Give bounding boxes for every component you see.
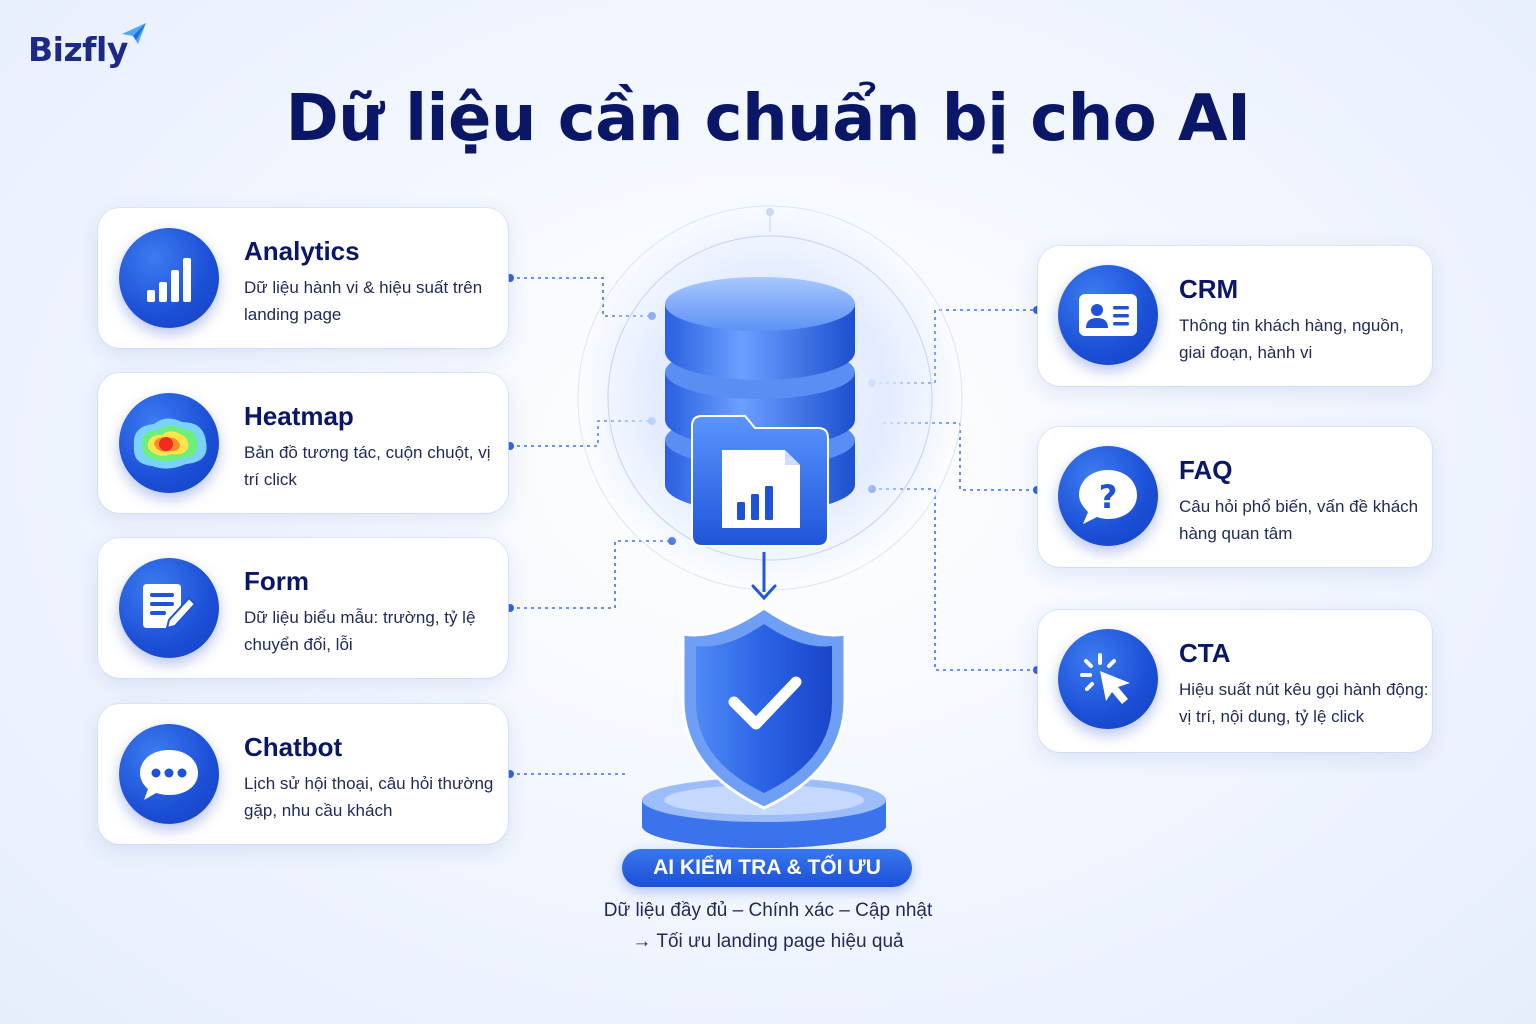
- card-title: CTA: [1179, 638, 1231, 668]
- page-title: Dữ liệu cần chuẩn bị cho AI: [285, 82, 1251, 156]
- card-analytics[interactable]: Analytics Dữ liệu hành vi & hiệu suất tr…: [98, 208, 508, 348]
- contact-card-icon: [1058, 265, 1158, 365]
- card-description: Thông tin khách hàng, nguồn, giai đoạn, …: [1179, 316, 1404, 362]
- pedestal: [642, 778, 886, 848]
- card-description: Bản đồ tương tác, cuộn chuột, vị trí cli…: [244, 443, 491, 489]
- card-title: CRM: [1179, 274, 1239, 304]
- card-description: Câu hỏi phổ biến, vấn đề khách hàng quan…: [1179, 497, 1419, 543]
- card-heatmap[interactable]: Heatmap Bản đồ tương tác, cuộn chuột, vị…: [98, 373, 508, 513]
- brand-name: Bizfly: [28, 30, 128, 69]
- card-title: Heatmap: [244, 401, 354, 431]
- card-cta[interactable]: CTA Hiệu suất nút kêu gọi hành động: vị …: [1038, 610, 1432, 752]
- shield-check-icon: [681, 606, 847, 810]
- heatmap-icon: [119, 393, 219, 493]
- card-form[interactable]: Form Dữ liệu biểu mẫu: trường, tỷ lệ chu…: [98, 538, 508, 678]
- card-description: Dữ liệu biểu mẫu: trường, tỷ lệ chuyển đ…: [244, 608, 476, 654]
- central-illustration: [577, 205, 963, 848]
- card-title: Analytics: [244, 236, 360, 266]
- folder-document-icon: [691, 415, 829, 547]
- caption-line-2: → Tối ưu landing page hiệu quả: [632, 931, 904, 952]
- cursor-click-icon: [1058, 629, 1158, 729]
- card-description: Dữ liệu hành vi & hiệu suất trên landing…: [244, 278, 483, 324]
- card-description: Hiệu suất nút kêu gọi hành động: vị trí,…: [1179, 680, 1429, 726]
- card-faq[interactable]: ? FAQ Câu hỏi phổ biến, vấn đề khách hàn…: [1038, 427, 1432, 567]
- brand-logo: Bizfly: [28, 23, 146, 69]
- bar-chart-icon: [119, 228, 219, 328]
- paper-plane-icon: [122, 23, 146, 44]
- ai-check-badge: AI KIỂM TRA & TỐI ƯU: [622, 849, 912, 887]
- question-bubble-icon: ?: [1058, 446, 1158, 546]
- card-title: FAQ: [1179, 455, 1233, 485]
- form-edit-icon: [119, 558, 219, 658]
- card-description: Lịch sử hội thoại, câu hỏi thường gặp, n…: [244, 774, 494, 820]
- card-crm[interactable]: CRM Thông tin khách hàng, nguồn, giai đo…: [1038, 246, 1432, 386]
- card-chatbot[interactable]: Chatbot Lịch sử hội thoại, câu hỏi thườn…: [98, 704, 508, 844]
- svg-text:?: ?: [1099, 478, 1118, 516]
- chat-bubble-icon: [119, 724, 219, 824]
- arrow-down-icon: [751, 552, 777, 601]
- card-title: Chatbot: [244, 732, 343, 762]
- card-title: Form: [244, 566, 309, 596]
- caption-line-1: Dữ liệu đầy đủ – Chính xác – Cập nhật: [603, 900, 933, 921]
